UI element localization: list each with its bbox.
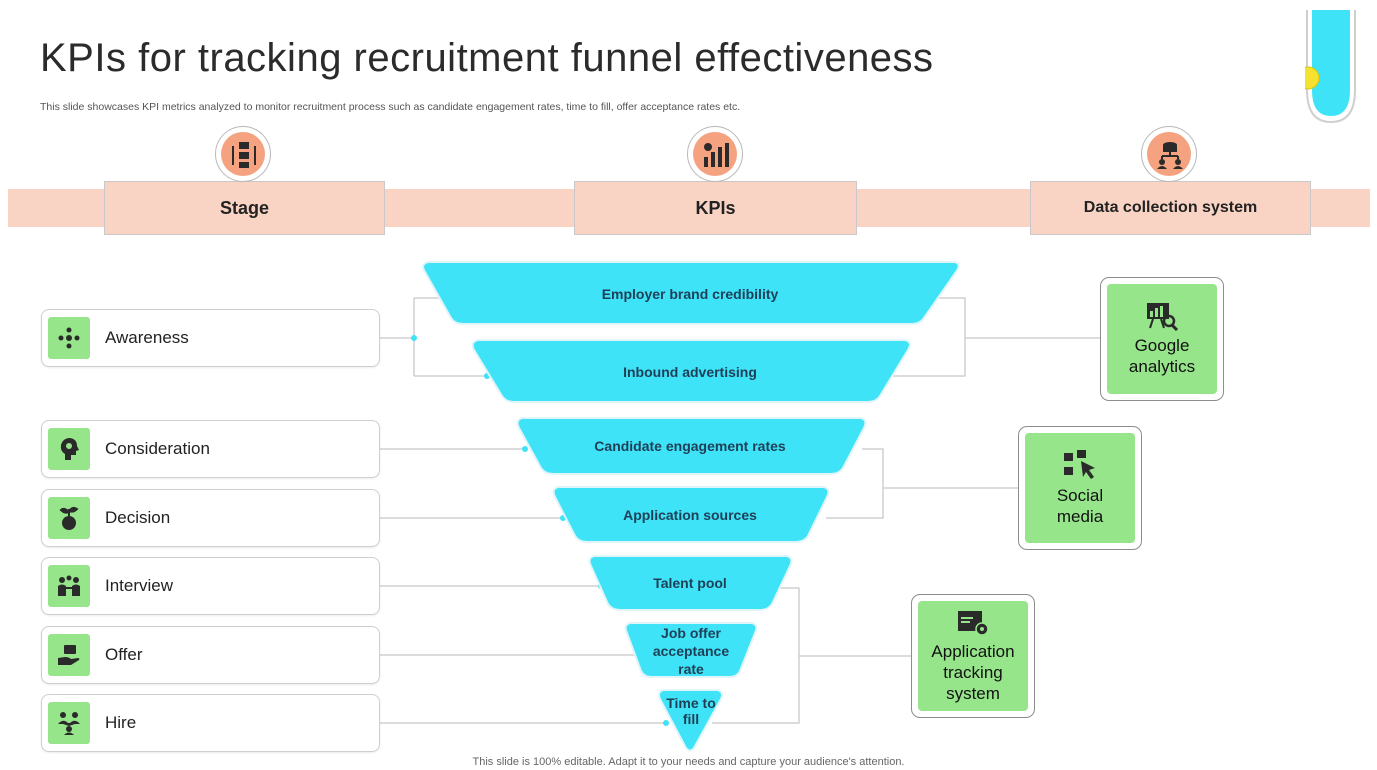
stage-consideration: Consideration: [41, 420, 380, 478]
stage-decision: Decision: [41, 489, 380, 547]
funnel-segment-3: [516, 417, 867, 475]
funnel-segment-6: [624, 622, 758, 678]
stage-label-decision: Decision: [105, 508, 171, 527]
team-handshake-icon: [48, 702, 90, 744]
kpi-label-4: Application sources: [623, 507, 757, 523]
source-label-google-2: analytics: [1128, 357, 1196, 376]
people-network-icon: [48, 317, 90, 359]
source-application-tracking-system: Application tracking system: [911, 594, 1035, 718]
source-google-analytics: Google analytics: [1100, 277, 1224, 401]
source-label-ats-3: system: [946, 683, 1000, 703]
page-title: KPIs for tracking recruitment funnel eff…: [40, 36, 934, 80]
kpi-label-5: Talent pool: [653, 575, 727, 591]
idea-head-icon: [48, 428, 90, 470]
source-label-ats-2: tracking: [943, 662, 1003, 682]
funnel-segments: [422, 261, 960, 752]
page-subtitle: This slide showcases KPI metrics analyze…: [40, 101, 741, 113]
stage-header: Stage: [104, 181, 385, 235]
stage-label-consideration: Consideration: [105, 439, 210, 458]
stage-awareness: Awareness: [41, 309, 380, 367]
kpi-label-7b: fill: [683, 711, 699, 727]
kpi-label-2: Inbound advertising: [623, 364, 757, 380]
thermometer-decoration: [1305, 10, 1356, 124]
footer-note: This slide is 100% editable. Adapt it to…: [472, 756, 905, 768]
funnel-segment-5: [588, 555, 793, 611]
stage-label-hire: Hire: [105, 713, 137, 732]
funnel-segment-1: [422, 261, 960, 325]
kpi-label-1: Employer brand credibility: [602, 286, 779, 302]
data-collection-header-label: Data collection system: [1083, 199, 1258, 216]
social-click-icon: [1064, 450, 1095, 479]
database-network-icon: [1141, 126, 1197, 182]
connector-social-media: [826, 448, 1018, 519]
data-collection-header: Data collection system: [1030, 181, 1311, 235]
source-social-media: Social media: [1018, 426, 1142, 550]
browser-gear-icon: [958, 610, 989, 636]
kpi-label-7a: Time to: [666, 695, 716, 711]
kpi-label-6a: Job offer: [661, 625, 721, 641]
funnel-segment-7: [658, 689, 723, 752]
stage-label-interview: Interview: [105, 576, 174, 595]
connector-applicant-tracking: [712, 587, 911, 724]
kpi-label-3: Candidate engagement rates: [594, 438, 786, 454]
funnel-segment-4: [552, 486, 830, 543]
hand-briefcase-icon: [48, 634, 90, 676]
kpi-label-6c: rate: [678, 661, 704, 677]
plant-coin-icon: [48, 497, 90, 539]
chart-bars-icon: [687, 126, 743, 182]
analytics-screen-icon: [1147, 303, 1179, 331]
stage-offer: Offer: [41, 626, 380, 684]
meeting-icon: [48, 565, 90, 607]
funnel-segment-2: [471, 339, 911, 403]
stage-label-awareness: Awareness: [105, 328, 189, 347]
source-label-social-1: Social: [1056, 486, 1104, 505]
stage-interview: Interview: [41, 557, 380, 615]
source-label-google-1: Google: [1134, 336, 1190, 355]
stage-hire: Hire: [41, 694, 380, 752]
stage-label-offer: Offer: [105, 645, 143, 664]
funnel-labels: Employer brand credibility Inbound adver…: [594, 286, 786, 727]
kpi-label-6b: acceptance: [653, 643, 729, 659]
kpis-header-label: KPIs: [695, 197, 736, 218]
process-flow-icon: [215, 126, 271, 182]
stage-header-label: Stage: [219, 197, 270, 218]
kpis-header: KPIs: [574, 181, 857, 235]
source-label-social-2: media: [1056, 507, 1104, 526]
connector-google-analytics: [890, 297, 1100, 377]
source-label-ats-1: Application: [931, 641, 1015, 661]
